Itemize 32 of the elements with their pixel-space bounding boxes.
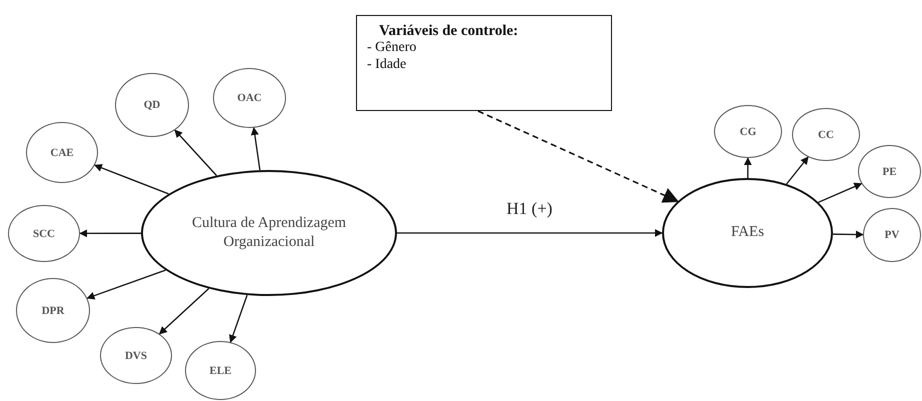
node-label: SCC: [32, 228, 55, 240]
arrow: [397, 229, 663, 237]
arrow: [786, 156, 809, 184]
node-label: DPR: [42, 304, 64, 316]
node-label: ELE: [209, 364, 232, 376]
arrow: [158, 288, 210, 334]
arrow: [744, 157, 752, 178]
node-label: CC: [818, 128, 834, 140]
node-label: QD: [144, 99, 160, 111]
indicator-ellipse: [792, 108, 860, 161]
arrow: [94, 164, 169, 194]
arrow: [250, 127, 261, 170]
arrow: [86, 269, 166, 300]
arrow: [818, 182, 862, 203]
node-label: CAE: [50, 146, 74, 158]
node-label: DVS: [124, 350, 147, 362]
box-heading: Variáveis de controle:: [378, 22, 518, 40]
list-item: - Idade: [367, 56, 406, 74]
node-label: Cultura de Aprendizagem Organizacional: [190, 214, 348, 252]
edge-label: H1 (+): [504, 199, 554, 219]
arrow: [833, 230, 864, 238]
node-label: PE: [882, 166, 897, 178]
node-label: CG: [740, 126, 756, 138]
list-item: - Gênero: [367, 40, 416, 57]
arrow: [229, 294, 248, 343]
control-variables-box: [356, 15, 612, 111]
arrow: [174, 130, 217, 176]
dashed-arrow: [478, 110, 680, 203]
node-label: PV: [884, 229, 900, 241]
node-label: OAC: [237, 92, 262, 104]
arrow: [79, 229, 141, 238]
node-label: FAEs: [730, 223, 766, 242]
